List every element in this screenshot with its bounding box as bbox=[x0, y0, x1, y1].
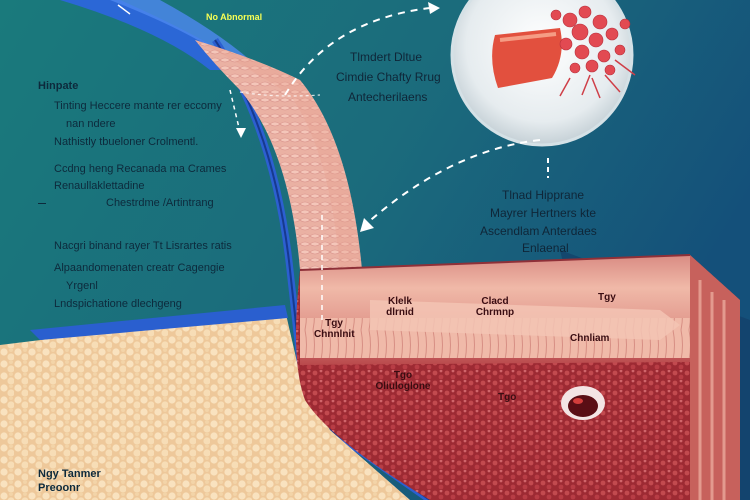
inset-cell-cluster bbox=[550, 5, 631, 76]
inset-organ bbox=[492, 28, 562, 88]
left-item-10: Lndspichatione dlechgeng bbox=[54, 298, 182, 310]
blood-vessel bbox=[60, 0, 250, 70]
tissue-label-layer1: Klelk dlrnid bbox=[386, 296, 414, 318]
connector-vessel-arrowhead bbox=[236, 128, 246, 138]
callout-mid-line3: Ascendlam Anterdaes bbox=[480, 224, 597, 238]
callout-top-line1: Tlmdert Dltue bbox=[350, 50, 423, 64]
connector-top-arc bbox=[284, 7, 431, 96]
callout-mid-line2: Mayrer Hertners kte bbox=[490, 206, 597, 220]
top-tag: No Abnormal bbox=[206, 12, 263, 22]
callout-mid-line1: Tlnad Hipprane bbox=[502, 188, 585, 202]
lesion-glint bbox=[573, 398, 583, 404]
bottom-label-line2: Preoonr bbox=[38, 482, 81, 494]
tissue-label-layer4: Chnliam bbox=[570, 333, 610, 344]
left-item-4: Ccdng heng Recanada ma Crames bbox=[54, 163, 227, 175]
tissue-end-cap bbox=[690, 255, 740, 500]
inset-vessel-branches bbox=[559, 59, 636, 99]
fat-tissue bbox=[0, 310, 410, 500]
tissue-label-vessel: Tgy Chnnlnit bbox=[314, 318, 355, 340]
inset-organ-highlight bbox=[499, 32, 557, 42]
connector-top-arrowhead bbox=[428, 2, 440, 14]
fat-wedge-edge bbox=[30, 305, 288, 340]
left-item-1: Tinting Heccere mante rer eccomy bbox=[54, 100, 222, 112]
bottom-label-line1: Ngy Tanmer bbox=[38, 468, 101, 480]
callout-top-line3: Antecherilaens bbox=[348, 90, 428, 104]
callout-top-line2: Cimdie Chafty Rrug bbox=[336, 70, 441, 84]
left-item-7: Nacgri binand rayer Tt Lisrartes ratis bbox=[54, 240, 232, 252]
left-item-6: Chestrdme /Artintrang bbox=[106, 197, 214, 209]
connector-top-small-arrow bbox=[117, 4, 131, 15]
left-bullet bbox=[38, 203, 46, 204]
tissue-label-layer2: Clacd Chrmnp bbox=[475, 296, 515, 318]
tissue-tube bbox=[195, 40, 362, 270]
left-item-5: Renaullaklettadine bbox=[54, 180, 145, 192]
connector-mid-arrowhead bbox=[360, 218, 374, 232]
tube-ring-1 bbox=[239, 91, 321, 97]
lesion-core bbox=[568, 395, 598, 417]
left-item-2: nan ndere bbox=[66, 118, 116, 130]
callout-mid-line4: Enlaenal bbox=[522, 241, 569, 255]
left-item-3: Nathistly tbueloner Crolmentl. bbox=[54, 136, 199, 148]
tissue-top-edge bbox=[299, 254, 691, 271]
tissue-arrow-band bbox=[370, 300, 680, 340]
tissue-label-layer3: Tgy bbox=[598, 292, 616, 303]
left-item-8: Alpaandomenaten creatr Cagengie bbox=[54, 262, 225, 274]
tissue-end-cap-rings bbox=[698, 280, 726, 500]
tissue-label-deep2: Tgo bbox=[498, 392, 517, 403]
connector-vessel-arrow bbox=[229, 89, 241, 133]
left-panel-heading: Hinpate bbox=[38, 80, 79, 92]
connector-mid-arc bbox=[364, 139, 541, 226]
left-item-9: Yrgenl bbox=[66, 280, 98, 292]
tissue-label-deep1: Tgo Oliuloglone bbox=[375, 370, 431, 392]
tissue-tube-shade bbox=[195, 40, 362, 270]
